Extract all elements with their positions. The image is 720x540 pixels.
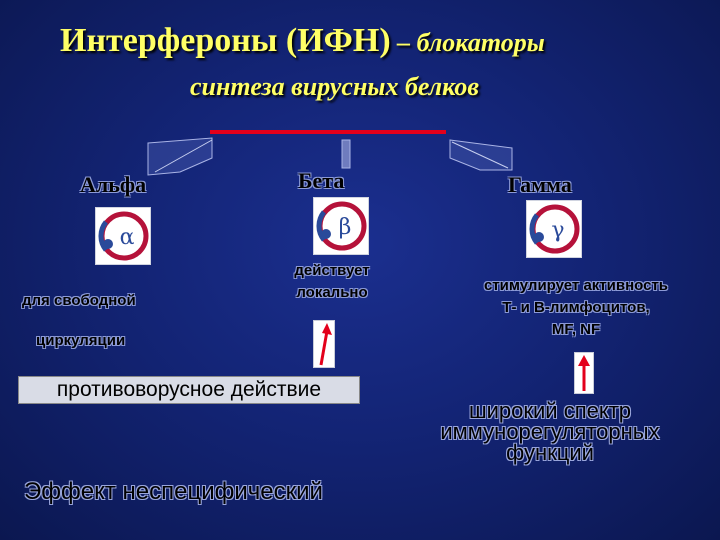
beta-symbol: β: [339, 215, 352, 240]
gamma-interferon-logo: γ: [526, 200, 582, 258]
beta-description-line-2: локально: [296, 284, 368, 301]
alpha-description-line-2: циркуляции: [36, 332, 126, 349]
gamma-description-line-2: Т- и В-лимфоцитов,: [502, 299, 650, 316]
gear-icon: [103, 239, 113, 249]
alpha-interferon-logo: α: [95, 207, 151, 265]
antiviral-action-box: противоворусное действие: [18, 376, 360, 404]
beta-interferon-logo: β: [313, 197, 369, 255]
gamma-arrow: [574, 352, 594, 394]
type-label-gamma: Гамма: [508, 172, 572, 197]
title-line-2: синтеза вирусных белков: [190, 72, 479, 101]
gamma-description-line-1: стимулирует активность: [483, 277, 669, 294]
immunoregulatory-spectrum: широкий спектр иммунорегуляторных функци…: [400, 398, 700, 465]
type-label-alpha: Альфа: [80, 172, 147, 197]
beta-arrow: [313, 320, 335, 368]
alpha-description-line-1: для свободной: [22, 292, 136, 309]
gamma-description-line-3: MF, NF: [551, 321, 601, 338]
gear-icon: [534, 232, 544, 242]
red-divider: [210, 130, 446, 134]
spectrum-line-1: широкий спектр: [468, 398, 632, 423]
connector-center: [341, 139, 351, 169]
title-main: Интерфероны (ИФН): [60, 22, 391, 59]
title-line-1: Интерфероны (ИФН) – блокаторы: [60, 22, 700, 60]
gear-icon: [321, 229, 331, 239]
beta-description-line-1: действует: [294, 262, 370, 279]
title-suffix: – блокаторы: [390, 28, 545, 57]
type-label-beta: Бета: [298, 168, 345, 193]
nonspecific-effect-text: Эффект неспецифический: [24, 478, 323, 505]
connector-left: [147, 137, 213, 176]
gamma-symbol: γ: [551, 218, 564, 243]
alpha-symbol: α: [120, 225, 135, 250]
spectrum-line-2: иммунорегуляторных: [440, 419, 660, 444]
spectrum-line-3: функций: [506, 440, 594, 465]
